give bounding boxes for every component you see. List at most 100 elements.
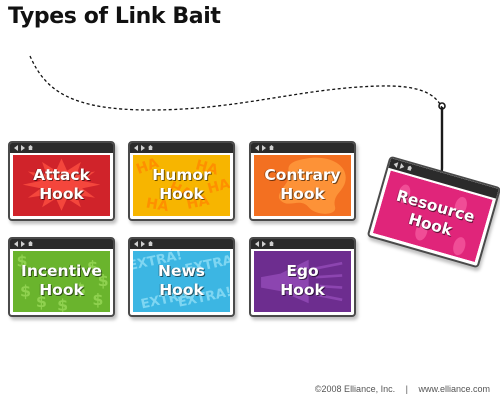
footprint-icon bbox=[415, 222, 428, 241]
megaphone-icon bbox=[261, 259, 309, 304]
attack-hook-line1: Attack bbox=[33, 165, 90, 184]
humor-background bbox=[133, 155, 230, 216]
forward-arrow-icon bbox=[21, 241, 25, 247]
dollar-sign-icon: $ bbox=[87, 257, 98, 276]
diagram-title: Types of Link Bait bbox=[8, 4, 221, 29]
footprint-icon bbox=[453, 237, 466, 256]
news-hook-line2: Hook bbox=[159, 280, 204, 299]
ego-hook-line1: Ego bbox=[286, 261, 319, 280]
sound-line bbox=[315, 284, 343, 289]
back-arrow-icon bbox=[255, 145, 259, 151]
dollar-sign-icon: $ bbox=[36, 292, 47, 311]
forward-arrow-icon bbox=[399, 163, 406, 170]
contrary-hook-line2: Hook bbox=[280, 184, 325, 203]
dollar-sign-icon: $ bbox=[57, 295, 68, 312]
home-icon bbox=[28, 145, 33, 150]
footprint-icon bbox=[398, 184, 411, 203]
dollar-sign-icon: $ bbox=[92, 290, 103, 309]
footer-separator: | bbox=[405, 384, 408, 394]
back-arrow-icon bbox=[255, 241, 259, 247]
attack-hook-line2: Hook bbox=[39, 184, 84, 203]
forward-arrow-icon bbox=[262, 145, 266, 151]
footprint-icon bbox=[454, 196, 467, 216]
browser-toolbar bbox=[251, 239, 354, 249]
contrary-hook-line1: Contrary bbox=[264, 165, 341, 184]
browser-toolbar bbox=[10, 143, 113, 153]
browser-toolbar bbox=[10, 239, 113, 249]
incentive-background bbox=[13, 251, 110, 312]
ha-text: HA bbox=[145, 196, 170, 216]
resource-decoration bbox=[372, 170, 493, 263]
dollar-sign-icon: $ bbox=[75, 280, 86, 299]
incentive-decoration: $$$$$$$$ bbox=[13, 251, 110, 312]
resource-hook-window: Resource Hook bbox=[366, 155, 500, 269]
ha-text: HA bbox=[134, 155, 161, 178]
humor-hook-line2: Hook bbox=[159, 184, 204, 203]
resource-hook-content: Resource Hook bbox=[372, 170, 493, 263]
back-arrow-icon bbox=[14, 241, 18, 247]
copyright-text: ©2008 Elliance, Inc. bbox=[314, 384, 396, 394]
humor-hook-line1: Humor bbox=[152, 165, 211, 184]
dollar-sign-icon: $ bbox=[17, 252, 28, 271]
ego-hook-line2: Hook bbox=[280, 280, 325, 299]
home-icon bbox=[148, 145, 153, 150]
browser-toolbar bbox=[130, 143, 233, 153]
forward-arrow-icon bbox=[141, 241, 145, 247]
burst-shape bbox=[22, 158, 101, 211]
fishing-line bbox=[29, 55, 443, 111]
dollar-sign-icon: $ bbox=[20, 281, 31, 300]
back-arrow-icon bbox=[392, 161, 399, 169]
sound-line bbox=[315, 293, 343, 302]
incentive-hook-line2: Hook bbox=[39, 280, 84, 299]
home-icon bbox=[407, 165, 413, 171]
contrary-decoration bbox=[254, 155, 351, 216]
back-arrow-icon bbox=[134, 145, 138, 151]
news-background bbox=[133, 251, 230, 312]
back-arrow-icon bbox=[14, 145, 18, 151]
ha-text: HA bbox=[185, 193, 211, 213]
website-link[interactable]: www.elliance.com bbox=[418, 384, 490, 394]
back-arrow-icon bbox=[134, 241, 138, 247]
silhouette-shape bbox=[278, 157, 346, 214]
incentive-hook-line1: Incentive bbox=[21, 261, 102, 280]
resource-hook-card: Resource Hook bbox=[366, 155, 500, 269]
ha-text: HA bbox=[194, 157, 220, 178]
browser-toolbar bbox=[251, 143, 354, 153]
news-decoration: EXTRA!EXTRA!EXTRA!EXTRA! bbox=[133, 251, 230, 312]
ha-text: HA bbox=[206, 176, 230, 197]
browser-toolbar bbox=[130, 239, 233, 249]
news-hook-line1: News bbox=[157, 261, 206, 280]
forward-arrow-icon bbox=[141, 145, 145, 151]
home-icon bbox=[148, 241, 153, 246]
home-icon bbox=[28, 241, 33, 246]
sound-line bbox=[315, 261, 343, 270]
attack-decoration bbox=[13, 155, 110, 216]
ego-decoration bbox=[254, 251, 351, 312]
forward-arrow-icon bbox=[262, 241, 266, 247]
forward-arrow-icon bbox=[21, 145, 25, 151]
home-icon bbox=[269, 145, 274, 150]
home-icon bbox=[269, 241, 274, 246]
footer: ©2008 Elliance, Inc. | www.elliance.com bbox=[315, 384, 490, 394]
sound-line bbox=[315, 274, 343, 279]
dollar-sign-icon: $ bbox=[98, 271, 109, 290]
